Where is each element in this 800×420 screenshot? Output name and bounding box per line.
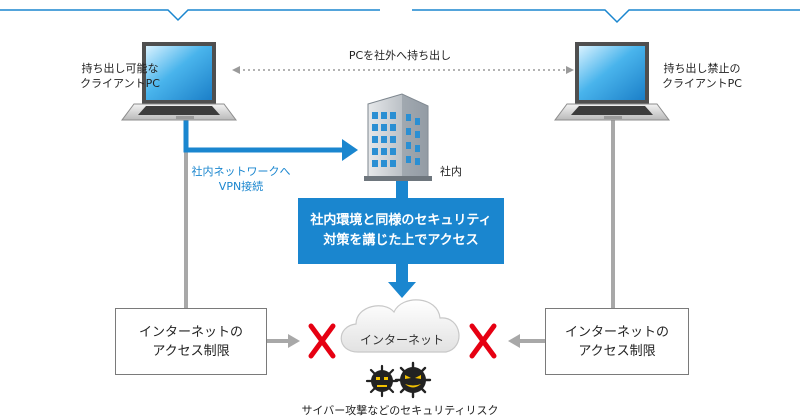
top-callout-left (0, 9, 380, 22)
left-restriction-arrow (266, 334, 300, 348)
office-to-box-connector (396, 180, 408, 200)
vpn-arrow (183, 118, 358, 161)
right-restriction-box: インターネットの アクセス制限 (545, 308, 689, 375)
left-restriction-box: インターネットの アクセス制限 (115, 308, 267, 375)
internet-label: インターネット (359, 333, 444, 347)
take-out-label: PCを社外へ持ち出し (348, 49, 452, 62)
security-note-line2: 対策を講じた上でアクセス (323, 233, 479, 248)
top-callout-right (412, 9, 800, 24)
laptop-icon (554, 42, 670, 121)
cloud-icon (340, 299, 460, 353)
take-out-arrow (232, 66, 574, 74)
laptop-icon (121, 42, 237, 121)
virus-icon (365, 364, 399, 398)
box-to-internet-arrow (388, 262, 416, 298)
vpn-label: 社内ネットワークへ VPN接続 (191, 165, 291, 193)
building-icon (364, 93, 432, 181)
left-pc-label: 持ち出し可能な クライアントPC (80, 62, 160, 90)
right-pc-label: 持ち出し禁止の クライアントPC (662, 62, 742, 90)
block-x-icon (308, 323, 336, 359)
block-x-icon (469, 323, 497, 359)
security-note-box: 社内環境と同様のセキュリティ 対策を講じた上でアクセス (298, 198, 504, 264)
right-restriction-arrow (508, 334, 545, 348)
virus-icon (394, 361, 432, 399)
office-label: 社内 (440, 165, 462, 178)
security-note-line1: 社内環境と同様のセキュリティ (310, 213, 492, 228)
threats-label: サイバー攻撃などのセキュリティリスク (301, 404, 499, 417)
